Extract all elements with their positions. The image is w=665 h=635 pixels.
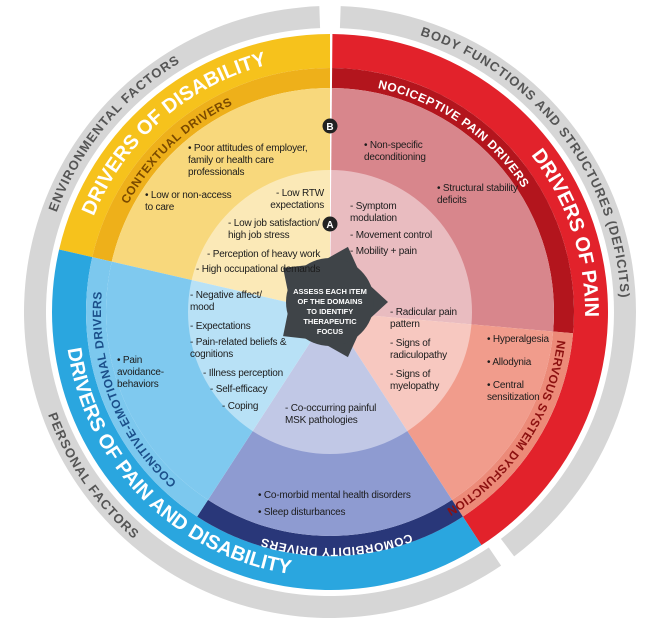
- comorbidity-outer-item: Co-morbid mental health disorders: [258, 490, 428, 502]
- band-drivers-of-disability: [59, 34, 330, 258]
- outer-ring-body-functions: [339, 6, 636, 557]
- contextual-inner-item: Low job satisfaction/ high job stress: [228, 218, 328, 242]
- band-drivers-of-pain: [332, 34, 608, 546]
- cognitive-inner-item: Pain-related beliefs & cognitions: [190, 337, 295, 361]
- comorbidity-outer-item: Sleep disturbances: [258, 507, 428, 519]
- band-comorbidity: [197, 499, 463, 556]
- contextual-inner-item: High occupational demands: [196, 264, 336, 276]
- center-badge: [286, 258, 374, 346]
- cognitive-inner-item: Coping: [222, 401, 302, 413]
- marker-b: B: [322, 118, 338, 134]
- band-nervous-system: [451, 331, 574, 517]
- nervous-inner-item: Radicular pain pattern: [390, 307, 475, 331]
- nervous-inner-item: Signs of myelopathy: [390, 369, 460, 393]
- cognitive-outer-item: Pain avoidance-behaviors: [117, 355, 187, 391]
- nervous-inner-item: Signs of radiculopathy: [390, 338, 460, 362]
- cognitive-inner-item: Illness perception: [203, 368, 303, 380]
- comorbidity-inner-item: Co-occurring painful MSK pathologies: [285, 403, 395, 427]
- contextual-outer-item: Low or non-access to care: [145, 190, 240, 214]
- nervous-outer-item: Hyperalgesia: [487, 334, 577, 346]
- svg-text:A: A: [326, 220, 333, 231]
- nociceptive-outer-item: Non-specific deconditioning: [364, 140, 454, 164]
- svg-text:B: B: [326, 122, 333, 133]
- nociceptive-inner-item: Movement control: [350, 230, 450, 242]
- center-instruction: ASSESS EACH ITEM OF THE DOMAINS TO IDENT…: [293, 287, 367, 336]
- cognitive-inner-item: Expectations: [190, 321, 290, 333]
- nociceptive-outer-item: Structural stability deficits: [437, 183, 522, 207]
- cognitive-inner-item: Negative affect/ mood: [190, 290, 265, 314]
- nociceptive-inner-item: Symptom modulation: [350, 201, 420, 225]
- band-cognitive-emotional: [85, 257, 209, 517]
- nervous-outer-item: Allodynia: [487, 357, 577, 369]
- contextual-inner-item: Perception of heavy work: [207, 249, 337, 261]
- nociceptive-inner-item: Mobility + pain: [350, 246, 450, 258]
- nervous-outer-item: Central sensitization: [487, 380, 557, 404]
- contextual-outer-item: Poor attitudes of employer, family or he…: [188, 143, 328, 179]
- band-drivers-of-pain-and-disability: [52, 249, 482, 590]
- contextual-inner-item: Low RTW expectations: [262, 188, 324, 212]
- cognitive-inner-item: Self-efficacy: [210, 384, 300, 396]
- band-nociceptive: [331, 68, 575, 334]
- band-contextual: [92, 68, 330, 262]
